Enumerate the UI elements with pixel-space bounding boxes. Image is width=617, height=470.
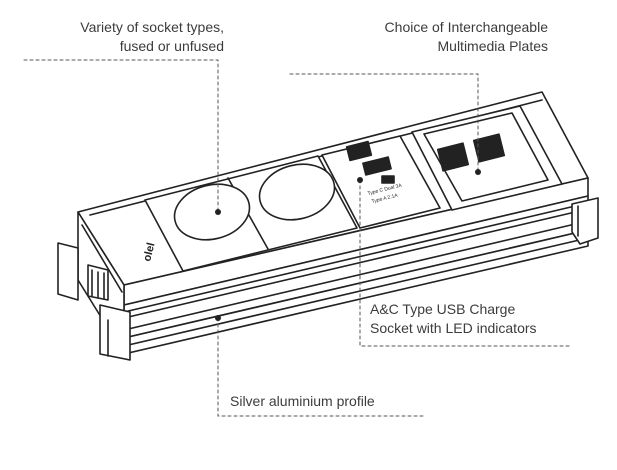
aluminium-profile [123, 195, 589, 355]
leader-dots [215, 169, 481, 321]
left-end-cap [57, 211, 131, 361]
rj45-port-2-icon [472, 133, 506, 163]
plates-annotation: Choice of Interchangeable Multimedia Pla… [300, 18, 548, 56]
usb-module [321, 135, 441, 229]
annotation-line: A&C Type USB Charge [370, 301, 516, 317]
socket-1-icon [173, 183, 251, 241]
annotation-line: Multimedia Plates [437, 38, 549, 54]
rj45-port-1-icon [436, 142, 470, 172]
end-cap-logo: olel [141, 241, 157, 262]
sockets-annotation: Variety of socket types, fused or unfuse… [34, 18, 224, 56]
annotation-line: Variety of socket types, [80, 19, 224, 35]
usb-annotation: A&C Type USB Charge Socket with LED indi… [370, 300, 610, 338]
leader-lines [23, 59, 573, 417]
annotation-line: Socket with LED indicators [370, 320, 537, 336]
annotation-line: Choice of Interchangeable [384, 19, 548, 35]
profile-annotation: Silver aluminium profile [230, 392, 470, 411]
annotation-line: Silver aluminium profile [230, 393, 375, 409]
right-bracket [571, 197, 599, 245]
socket-2-icon [258, 163, 336, 221]
multimedia-plate [411, 105, 563, 211]
annotation-line: fused or unfused [119, 38, 224, 54]
